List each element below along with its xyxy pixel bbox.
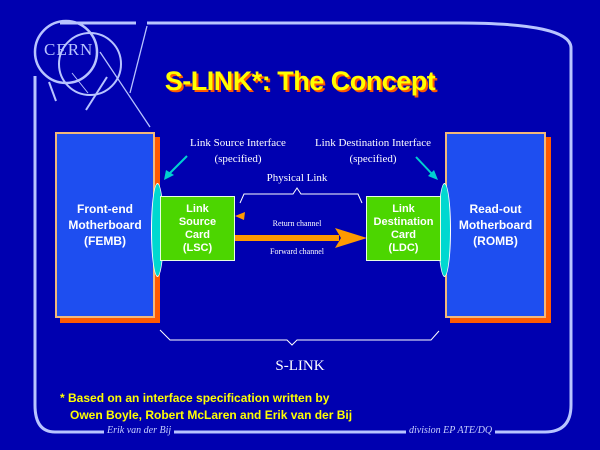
cern-logo-text: CERN [44,40,94,59]
link-destination-card: Link Destination Card (LDC) [366,196,441,261]
slink-label: S-LINK [275,358,325,374]
destination-interface-label: Link Destination Interface (specified) [314,137,432,165]
slink-brace [159,329,440,346]
return-channel-label: Return channel [272,219,322,228]
physical-link-brace [239,187,363,204]
footnote: * Based on an interface specification wr… [60,391,353,422]
forward-channel-arrow-icon [234,228,367,248]
cern-logo-icon [33,19,151,128]
physical-link-label: Physical Link [266,172,328,184]
link-source-card: Link Source Card (LSC) [160,196,235,261]
frame-border [33,21,573,434]
source-interface-label: Link Source Interface (specified) [190,137,286,165]
read-out-motherboard: Read-out Motherboard (ROMB) [445,132,546,318]
footer-author: Erik van der Bij [104,425,175,436]
destination-interface-arrow-icon [415,156,438,180]
page-title: S-LINK*: The Concept [164,66,436,96]
source-interface-arrow-icon [164,155,188,180]
forward-channel-label: Forward channel [270,247,324,256]
footer-division: division EP ATE/DQ [406,425,496,436]
return-channel-arrow-icon [235,212,245,220]
front-end-motherboard: Front-end Motherboard (FEMB) [55,132,155,318]
